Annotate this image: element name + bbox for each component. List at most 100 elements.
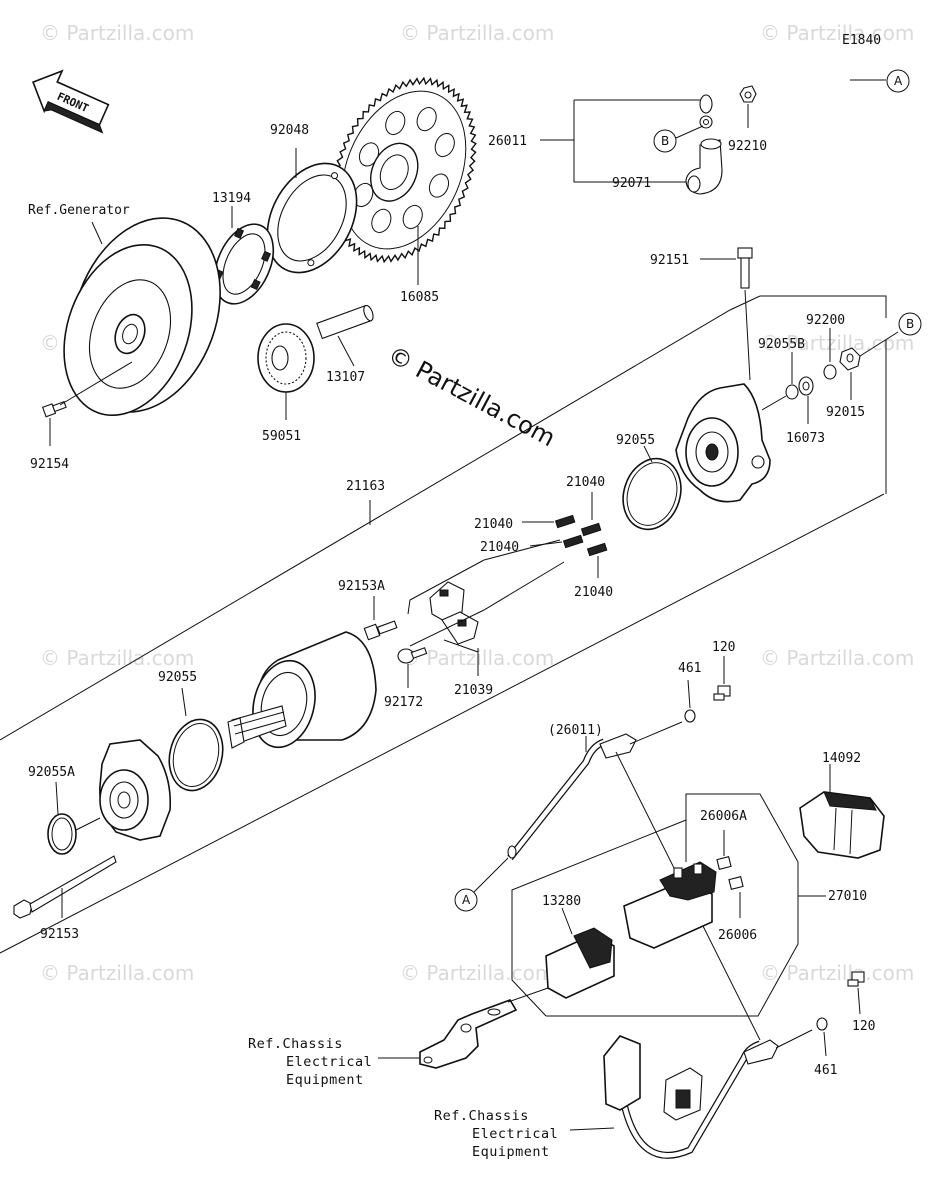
- watermark: © Partzilla.com: [760, 21, 914, 45]
- washer-92200: [823, 364, 837, 380]
- callout-a-bottom-label: A: [462, 893, 471, 907]
- part-92015: 92015: [826, 405, 865, 420]
- part-59051: 59051: [262, 429, 301, 444]
- callout-b-left: [653, 129, 677, 153]
- watermark: © Partzilla.com: [400, 961, 554, 985]
- part-26011: 26011: [488, 134, 527, 149]
- gear-hole: [416, 107, 437, 132]
- cable-26011-lower: [507, 733, 637, 861]
- callout-b-right-label: B: [906, 317, 914, 331]
- part-92153: 92153: [40, 927, 79, 942]
- part-92153a: 92153A: [338, 579, 385, 594]
- watermark: © Partzilla.com: [760, 331, 914, 355]
- springs-21040: [554, 514, 608, 557]
- part-14092: 14092: [822, 751, 861, 766]
- part-461-bottom: 461: [814, 1063, 837, 1078]
- part-120-top: 120: [712, 640, 735, 655]
- part-92071: 92071: [612, 176, 651, 191]
- part-21040-c: 21040: [480, 540, 519, 555]
- ref-chassis-1-line1: Ref.Chassis: [248, 1036, 343, 1052]
- part-92055-top: 92055: [616, 433, 655, 448]
- brush-holder-21039: [429, 581, 479, 645]
- gear-hole: [385, 110, 406, 136]
- gear-hole: [428, 173, 450, 198]
- o-ring-92055-top: [622, 457, 682, 531]
- callout-a-bottom: [454, 888, 478, 912]
- clutch-13194: [213, 223, 275, 305]
- ref-chassis-2-line1: Ref.Chassis: [434, 1108, 529, 1124]
- part-21163: 21163: [346, 479, 385, 494]
- part-26006a: 26006A: [700, 809, 747, 824]
- cable-lower-connector: [603, 1035, 779, 1159]
- gear-bore: [379, 154, 409, 191]
- gear-hole: [402, 204, 423, 230]
- ref-chassis-2-line2: Electrical: [472, 1126, 558, 1142]
- part-16085: 16085: [400, 290, 439, 305]
- starter-gear-16085: [331, 76, 477, 264]
- ref-chassis-1-line2: Electrical: [286, 1054, 372, 1070]
- part-13107: 13107: [326, 370, 365, 385]
- bolt-120-top: [713, 685, 731, 701]
- part-92200: 92200: [806, 313, 845, 328]
- callout-a-top: [886, 69, 910, 93]
- part-120-bottom: 120: [852, 1019, 875, 1034]
- watermark: © Partzilla.com: [40, 21, 194, 45]
- fuse-26006a: [716, 856, 732, 870]
- callout-b-right: [898, 312, 922, 336]
- cover-14092: [799, 791, 885, 859]
- front-cover: [675, 383, 771, 503]
- part-92048: 92048: [270, 123, 309, 138]
- starter-relay: [623, 861, 717, 949]
- watermark: © Partzilla.com: [400, 21, 554, 45]
- generator-rotor: [63, 217, 221, 417]
- front-arrow-icon: FRONT: [32, 69, 110, 134]
- o-ring-92055-mid: [168, 718, 224, 792]
- ref-generator: Ref.Generator: [28, 203, 130, 218]
- part-21040-a: 21040: [566, 475, 605, 490]
- cable-assembly-top: [685, 52, 851, 195]
- bracket: [419, 999, 518, 1069]
- washer-461-bottom: [816, 1017, 828, 1031]
- diagram-code: E1840: [842, 33, 881, 48]
- watermark: © Partzilla.com: [40, 646, 194, 670]
- part-21040-d: 21040: [574, 585, 613, 600]
- gear-59051: [257, 323, 315, 393]
- watermark: © Partzilla.com: [760, 961, 914, 985]
- part-16073: 16073: [786, 431, 825, 446]
- watermark: © Partzilla.com: [760, 646, 914, 670]
- part-92172: 92172: [384, 695, 423, 710]
- shaft-13107: [316, 304, 374, 340]
- watermark-group: © Partzilla.com © Partzilla.com © Partzi…: [40, 21, 914, 985]
- callout-a-top-label: A: [894, 74, 903, 88]
- washer-92055b: [785, 384, 799, 400]
- part-92055a: 92055A: [28, 765, 75, 780]
- part-92151: 92151: [650, 253, 689, 268]
- part-27010: 27010: [828, 889, 867, 904]
- gear-rim: [341, 90, 467, 250]
- part-13194: 13194: [212, 191, 251, 206]
- bolt-120-bottom: [847, 971, 865, 987]
- watermark: © Partzilla.com: [40, 961, 194, 985]
- part-21040-b: 21040: [474, 517, 513, 532]
- part-13280: 13280: [542, 894, 581, 909]
- fuse-26006: [728, 876, 744, 890]
- ring-92055a: [47, 813, 77, 855]
- part-92154: 92154: [30, 457, 69, 472]
- relay-13280: [545, 927, 615, 999]
- screw-92172: [397, 647, 428, 664]
- ref-chassis-1-line3: Equipment: [286, 1072, 364, 1088]
- rear-cover: [99, 739, 172, 841]
- part-92055-mid: 92055: [158, 670, 197, 685]
- armature-yoke: [227, 631, 377, 749]
- part-461-top: 461: [678, 661, 701, 676]
- bolt-92151: [737, 247, 753, 289]
- part-21039: 21039: [454, 683, 493, 698]
- part-26006: 26006: [718, 928, 757, 943]
- part-92210: 92210: [728, 139, 767, 154]
- plate-92048: [266, 162, 358, 274]
- gear-hole: [371, 208, 392, 233]
- gear-hole: [434, 132, 455, 158]
- bolt-92154: [41, 401, 67, 418]
- callout-b-left-label: B: [661, 134, 669, 148]
